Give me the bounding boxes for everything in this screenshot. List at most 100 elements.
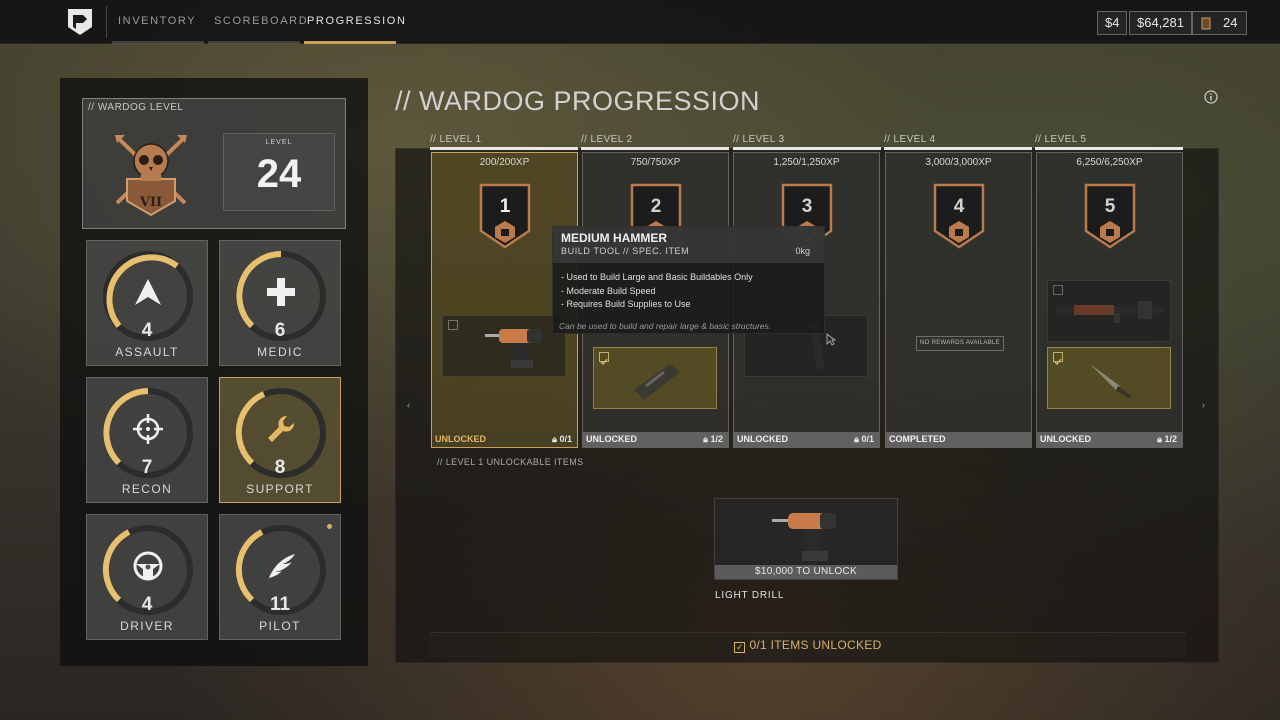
currency-tokens: 24 [1192, 11, 1247, 35]
class-name: PILOT [259, 619, 301, 633]
info-icon[interactable] [1204, 90, 1218, 104]
class-name: ASSAULT [115, 345, 179, 359]
class-name: MEDIC [257, 345, 303, 359]
level-column-4[interactable]: 3,000/3,000XP 4 NO REWARDS AVAILABLE COM… [885, 152, 1032, 448]
page-title: // WARDOG PROGRESSION [395, 86, 761, 116]
class-name: RECON [121, 482, 173, 496]
class-level: 8 [274, 457, 286, 478]
currency-cash: $64,281 [1129, 11, 1192, 35]
reward-slot[interactable] [1047, 347, 1171, 409]
level-column-5[interactable]: 6,250/6,250XP 5 UNLOCKED 🔒︎ 1/2 [1036, 152, 1183, 448]
token-icon [1201, 17, 1211, 30]
tooltip-bullet: - Used to Build Large and Basic Buildabl… [561, 272, 753, 282]
level-shield-icon: 1 [479, 183, 531, 249]
level-header: // LEVEL 3 [733, 134, 881, 150]
class-tile-assault[interactable]: 4 ASSAULT [86, 240, 208, 366]
level-status: COMPLETED [886, 432, 1031, 447]
level-status: UNLOCKED 🔒︎ 1/2 [583, 432, 728, 447]
unlockable-item-card[interactable]: $10,000 TO UNLOCK [714, 498, 898, 580]
svg-text:5: 5 [1105, 196, 1116, 217]
level-xp: 750/750XP [630, 157, 681, 168]
class-tile-support[interactable]: 8 SUPPORT [219, 377, 341, 503]
reward-slot[interactable] [442, 315, 566, 377]
reward-checkbox [1053, 352, 1063, 365]
class-progress-ring [103, 388, 193, 478]
class-level: 4 [141, 320, 153, 341]
no-rewards-label: NO REWARDS AVAILABLE [916, 336, 1004, 351]
level-header: // LEVEL 1 [430, 134, 578, 150]
steering-wheel-icon [133, 551, 163, 581]
unlockable-item-name: LIGHT DRILL [715, 590, 785, 601]
currency-small: $4 [1097, 11, 1128, 35]
tooltip-description: Can be used to build and repair large & … [559, 321, 772, 331]
tooltip-bullet: - Moderate Build Speed [561, 286, 656, 296]
toolbox-icon [634, 364, 680, 400]
level-column-1[interactable]: 200/200XP 1 UNLOCKED 🔒︎ 0/1 [431, 152, 578, 448]
tooltip-item-type: BUILD TOOL // SPEC. ITEM [561, 246, 690, 256]
scroll-left-arrow-icon[interactable]: ‹ [407, 400, 410, 410]
drill-icon [772, 513, 836, 561]
level-header: // LEVEL 4 [884, 134, 1032, 150]
class-tile-driver[interactable]: 4 DRIVER [86, 514, 208, 640]
svg-text:2: 2 [651, 196, 662, 217]
wing-icon [269, 554, 295, 578]
wardog-level-card: // WARDOG LEVEL VII LEVEL 24 [82, 98, 346, 229]
notification-dot [327, 524, 332, 529]
wrench-icon [268, 415, 295, 442]
tab-inventory[interactable]: INVENTORY [112, 0, 204, 44]
chevron-up-icon [135, 279, 161, 305]
class-panel: // WARDOG LEVEL VII LEVEL 24 4 ASSAULT [60, 78, 368, 666]
lock-icon: 🔒︎ [552, 434, 557, 444]
class-progress-ring [236, 251, 326, 341]
game-logo-icon [68, 9, 92, 35]
reward-slot[interactable] [1047, 280, 1171, 342]
wardog-skull-badge-icon: VII [115, 135, 187, 217]
tooltip-bullet: - Requires Build Supplies to Use [561, 299, 691, 309]
level-header: // LEVEL 5 [1035, 134, 1183, 150]
wardog-level-tag: // WARDOG LEVEL [88, 102, 184, 113]
drill-icon [485, 329, 541, 368]
tooltip-item-weight: 0kg [795, 246, 810, 256]
tab-progression[interactable]: PROGRESSION [304, 0, 405, 44]
scroll-right-arrow-icon[interactable]: › [1202, 400, 1205, 410]
level-shield-icon: 5 [1084, 183, 1136, 249]
level-xp: 1,250/1,250XP [773, 157, 840, 168]
class-name: SUPPORT [246, 482, 314, 496]
class-tile-recon[interactable]: 7 RECON [86, 377, 208, 503]
logo-separator [106, 6, 107, 38]
level-number: 24 [256, 152, 302, 196]
class-level: 6 [274, 320, 286, 341]
level-xp: 200/200XP [479, 157, 530, 168]
level-xp: 6,250/6,250XP [1076, 157, 1143, 168]
crosshair-icon [133, 414, 163, 444]
reward-checkbox [1053, 285, 1063, 295]
svg-text:1: 1 [500, 196, 511, 217]
level-header: // LEVEL 2 [581, 134, 729, 150]
item-tooltip: MEDIUM HAMMER BUILD TOOL // SPEC. ITEM 0… [552, 226, 825, 334]
svg-text:3: 3 [802, 196, 813, 217]
level-xp: 3,000/3,000XP [925, 157, 992, 168]
items-unlocked-summary: ✓0/1 ITEMS UNLOCKED [430, 632, 1186, 658]
lock-icon: 🔒︎ [703, 434, 708, 444]
class-level: 7 [141, 457, 153, 478]
class-name: DRIVER [120, 619, 174, 633]
unlockables-caption: // LEVEL 1 UNLOCKABLE ITEMS [437, 457, 584, 467]
tooltip-header [553, 227, 824, 263]
reward-checkbox [448, 320, 458, 330]
class-tile-pilot[interactable]: 11 PILOT [219, 514, 341, 640]
class-level: 4 [141, 594, 153, 615]
class-progress-ring [235, 388, 326, 478]
class-progress-ring [103, 251, 193, 341]
top-bar: INVENTORY SCOREBOARD PROGRESSION $4 $64,… [0, 0, 1280, 44]
reward-slot[interactable] [593, 347, 717, 409]
lock-icon: 🔒︎ [854, 434, 859, 444]
knife-icon [1090, 364, 1132, 398]
class-progress-ring [102, 525, 193, 615]
class-level: 11 [269, 594, 291, 615]
rocket-launcher-icon [1056, 301, 1164, 323]
checkbox-icon: ✓ [734, 642, 746, 653]
plus-icon [267, 278, 295, 306]
tab-scoreboard[interactable]: SCOREBOARD [208, 0, 307, 44]
tooltip-item-name: MEDIUM HAMMER [561, 231, 667, 245]
class-tile-medic[interactable]: 6 MEDIC [219, 240, 341, 366]
